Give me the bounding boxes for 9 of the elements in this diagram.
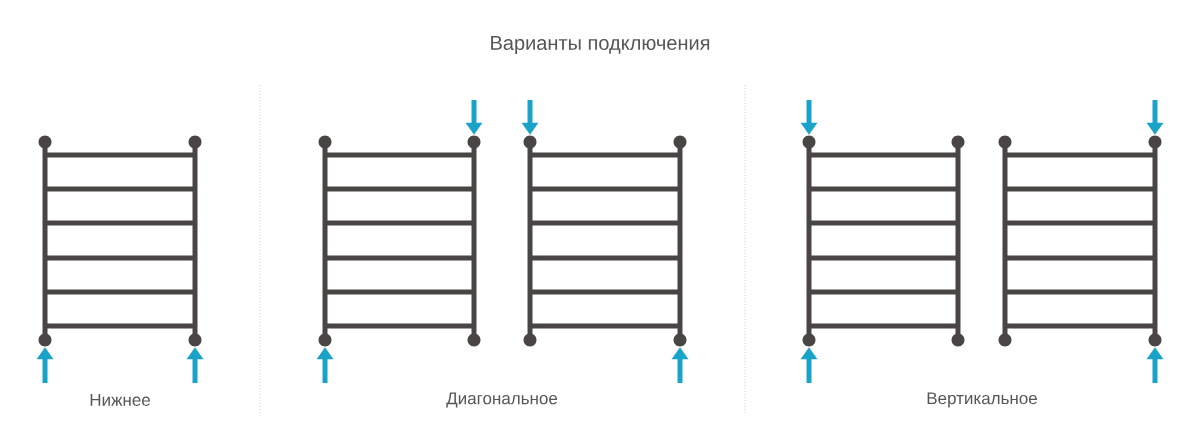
towel-rail-drawing xyxy=(802,135,965,347)
title: Варианты подключения xyxy=(491,36,710,54)
group-label: Вертикальное xyxy=(927,392,1037,408)
group-label: Нижнее xyxy=(90,394,150,406)
group-label: Диагональное xyxy=(446,392,558,408)
towel-rail-drawing xyxy=(38,135,202,347)
towel-rail-drawing xyxy=(318,135,481,347)
towel-rail-drawing xyxy=(523,135,687,347)
towel-rail-drawing xyxy=(998,135,1162,347)
